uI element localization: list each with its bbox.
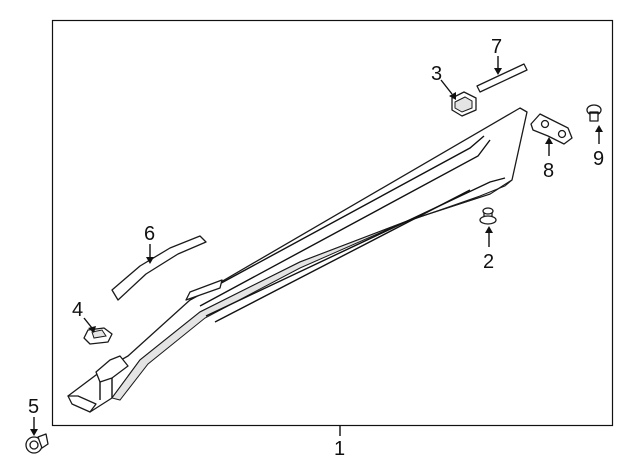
callout-1: 1 (334, 438, 345, 460)
upper-trim-strip-part[interactable] (111, 235, 207, 301)
callout-6: 6 (144, 223, 155, 245)
retainer-clip-part[interactable] (451, 91, 477, 117)
molding-clip-part[interactable] (83, 327, 113, 345)
adhesive-tape-part[interactable] (476, 63, 528, 93)
leader-lines (30, 56, 603, 436)
callout-7: 7 (491, 36, 502, 58)
callout-2: 2 (483, 251, 494, 273)
callout-4: 4 (72, 299, 83, 321)
callout-5: 5 (28, 396, 39, 418)
mounting-bracket-part[interactable] (530, 113, 573, 145)
callout-9: 9 (593, 148, 604, 170)
callout-8: 8 (543, 160, 554, 182)
grommet-part[interactable] (25, 433, 49, 454)
push-pin-clip-small-part[interactable] (586, 104, 602, 122)
diagram-frame (51, 19, 614, 427)
push-pin-clip-part[interactable] (479, 207, 497, 225)
rocker-molding-part[interactable] (67, 107, 528, 413)
callout-3: 3 (431, 63, 442, 85)
